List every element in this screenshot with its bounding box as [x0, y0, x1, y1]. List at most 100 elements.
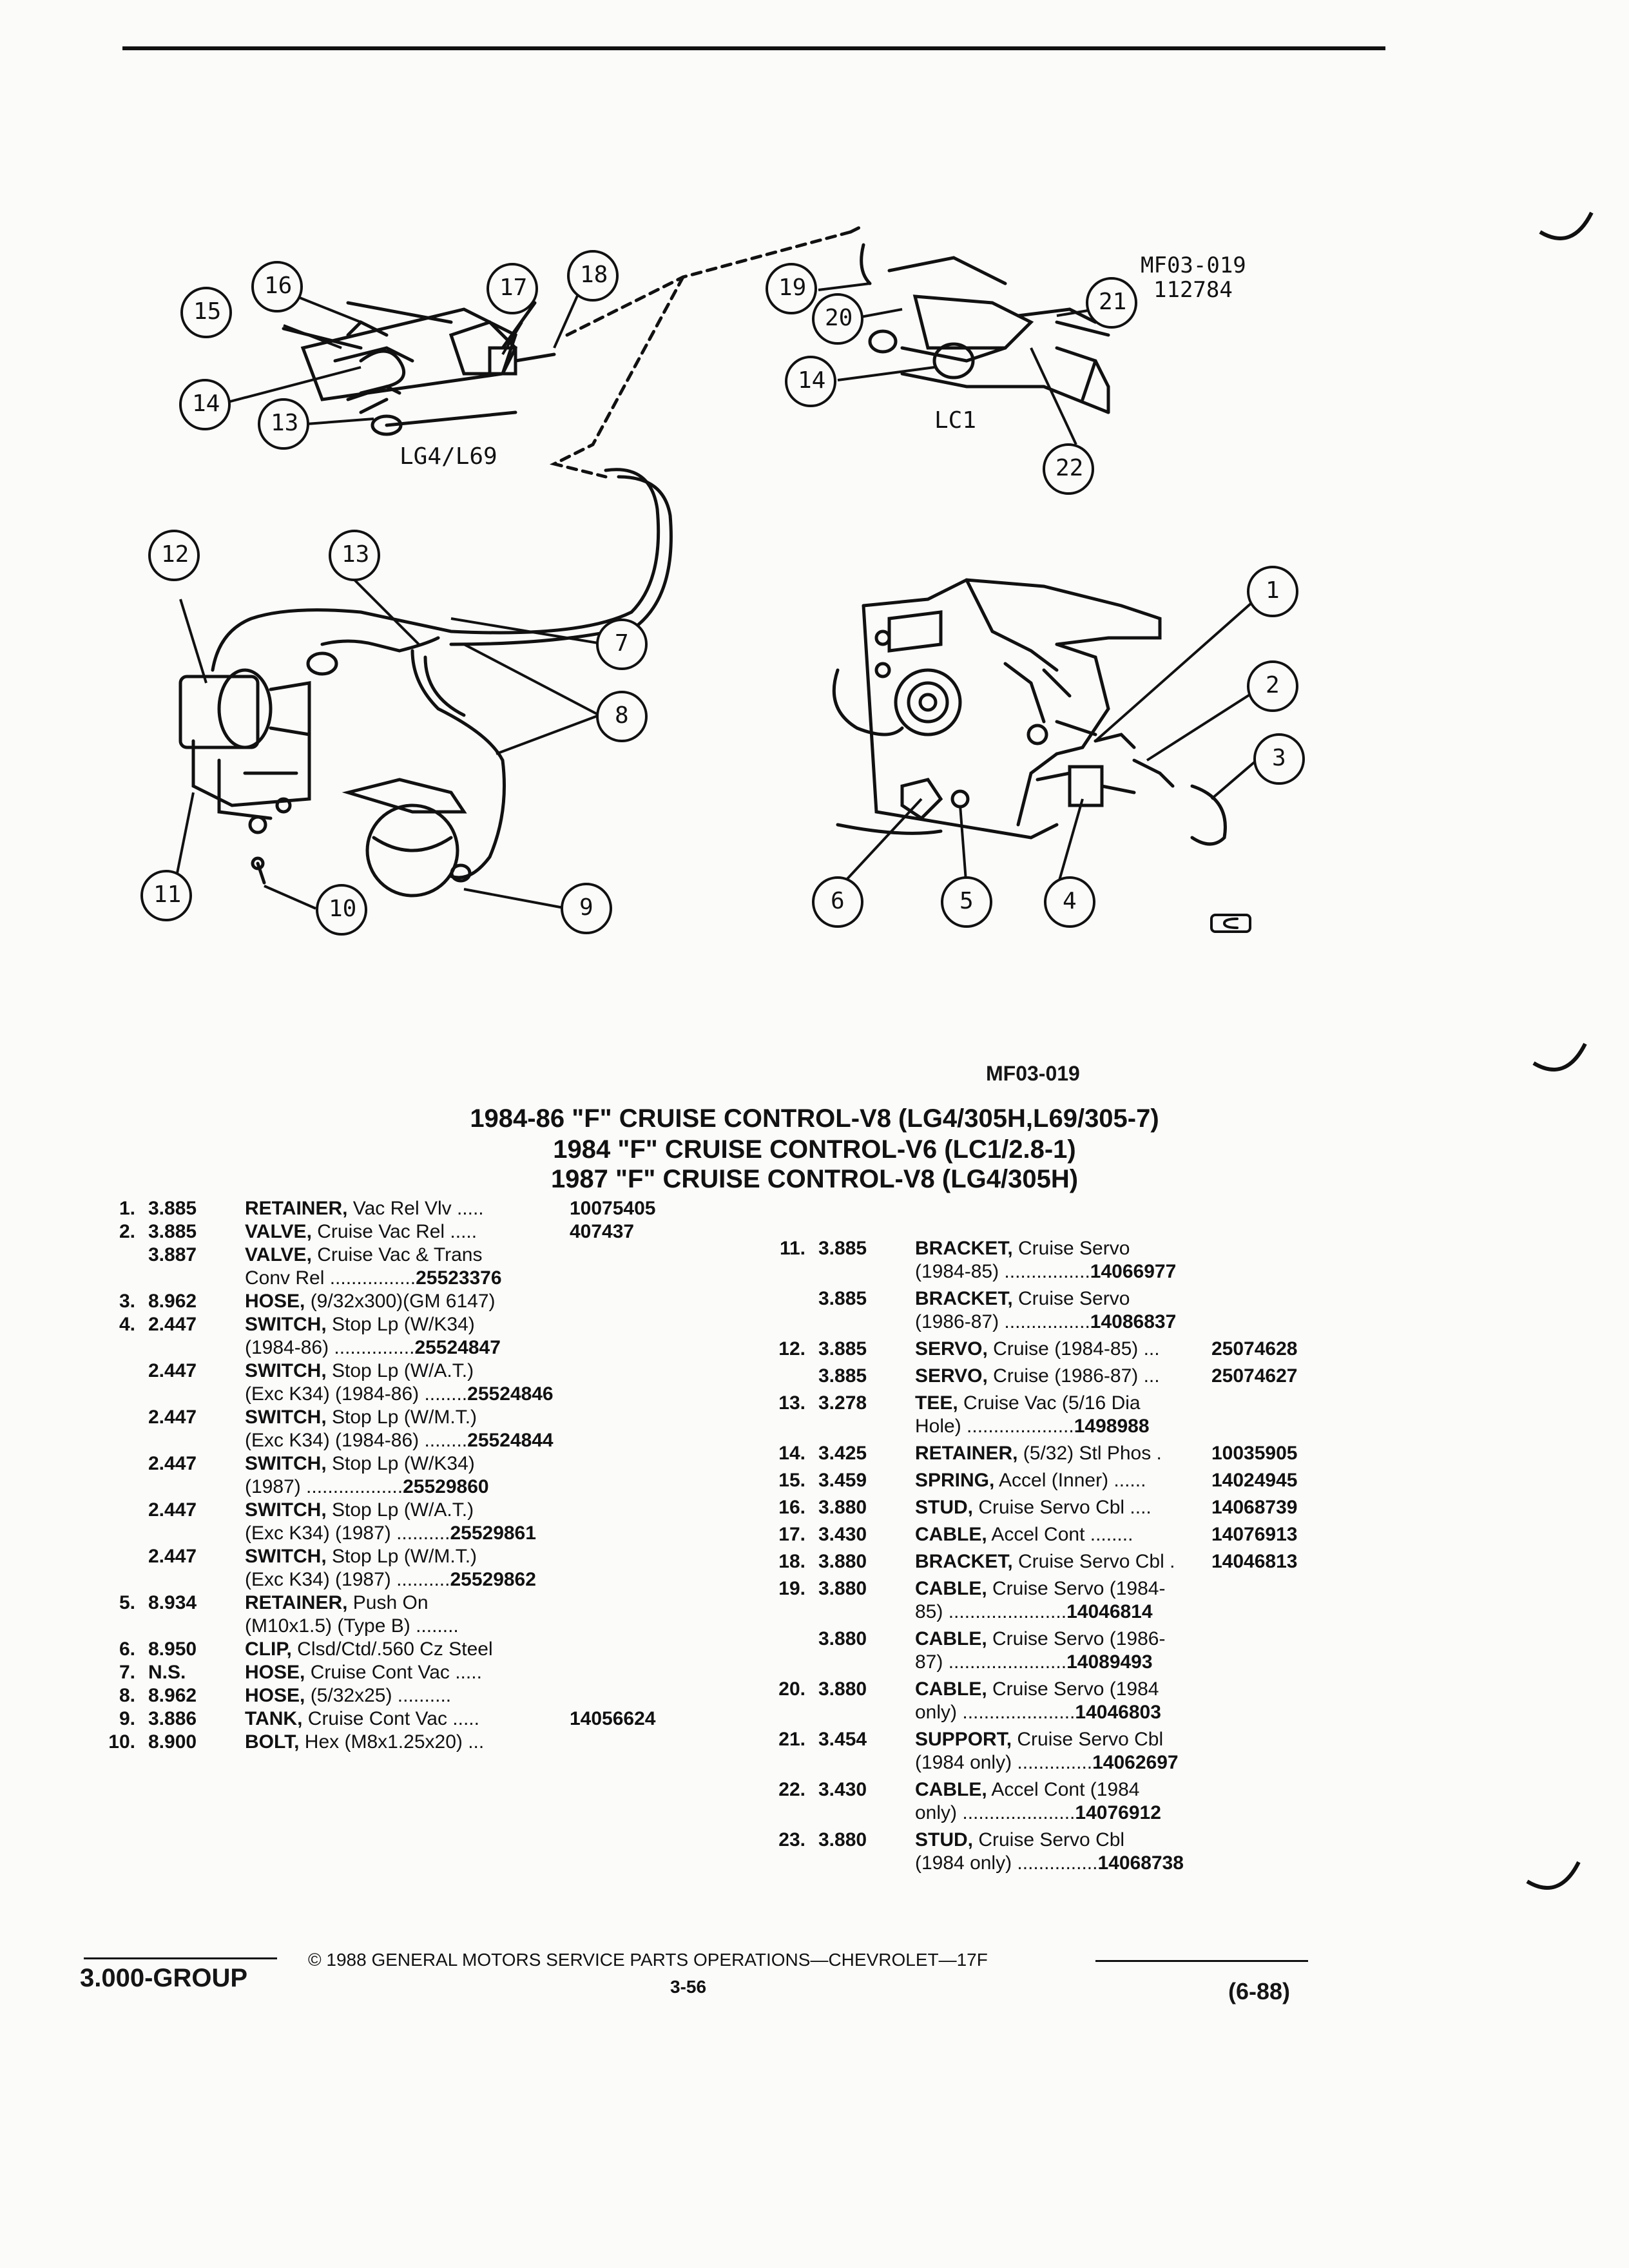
item-number: 3.	[119, 1291, 135, 1312]
part-description: BRACKET, Cruise Servo	[915, 1238, 1130, 1259]
item-number: 22.	[778, 1779, 805, 1800]
part-number: 14076913	[1211, 1524, 1298, 1545]
callout-16: 15	[193, 298, 222, 325]
part-description: SWITCH, Stop Lp (W/A.T.)	[245, 1360, 474, 1381]
part-description: CABLE, Cruise Servo (1984	[915, 1678, 1159, 1700]
callout-21: 20	[825, 305, 853, 331]
part-description: CLIP, Clsd/Ctd/.560 Cz Steel	[245, 1639, 493, 1660]
item-number: 20.	[778, 1678, 805, 1700]
part-description-continued: (1984-85) ................14066977	[915, 1261, 1177, 1282]
group-number: 3.880	[818, 1678, 867, 1700]
footer-rule-right	[1095, 1960, 1308, 1962]
group-number: 8.950	[148, 1639, 197, 1660]
part-description: SWITCH, Stop Lp (W/M.T.)	[245, 1546, 477, 1567]
callout-19: 18	[580, 262, 608, 288]
item-number: 5.	[119, 1592, 135, 1613]
part-description: RETAINER, (5/32) Stl Phos .	[915, 1443, 1162, 1464]
item-number: 10.	[108, 1731, 135, 1753]
group-number: 8.900	[148, 1731, 197, 1753]
engine-label-v8: LG4/L69	[400, 443, 497, 470]
v8-throttle-bracket	[282, 301, 556, 436]
title-line-3: 1987 "F" CRUISE CONTROL-V8 (LG4/305H)	[550, 1165, 1079, 1193]
item-number: 9.	[119, 1708, 135, 1729]
item-number: 14.	[778, 1443, 805, 1464]
callout-5: 5	[959, 888, 974, 914]
part-description: SWITCH, Stop Lp (W/K34)	[245, 1314, 475, 1335]
figure-code: MF03-019	[986, 1062, 1080, 1085]
part-description: BRACKET, Cruise Servo	[915, 1288, 1130, 1309]
footer-date: (6-88)	[1228, 1978, 1291, 2004]
brake-pedal-bracket	[832, 578, 1227, 846]
item-number: 23.	[778, 1829, 805, 1850]
callout-10: 10	[329, 896, 357, 922]
part-description: SPRING, Accel (Inner) ......	[915, 1470, 1146, 1491]
callout-23: 22	[1055, 455, 1084, 481]
part-description: STUD, Cruise Servo Cbl ....	[915, 1497, 1152, 1518]
group-number: 3.430	[818, 1524, 867, 1545]
part-description: HOSE, (5/32x25) ..........	[245, 1685, 452, 1706]
group-number: 3.885	[148, 1221, 197, 1242]
group-number: 8.962	[148, 1291, 197, 1312]
group-number: 2.447	[148, 1453, 197, 1474]
footer-rule-left	[84, 1957, 277, 1959]
group-number: 2.447	[148, 1360, 197, 1381]
part-number: 14056624	[570, 1708, 656, 1729]
part-description-continued: (Exc K34) (1987) ..........25529862	[245, 1569, 536, 1590]
item-number: 2.	[119, 1221, 135, 1242]
callout-2: 2	[1266, 672, 1280, 698]
part-description: TANK, Cruise Cont Vac .....	[245, 1708, 479, 1729]
title-line-2: 1984 "F" CRUISE CONTROL-V6 (LC1/2.8-1)	[553, 1135, 1076, 1164]
part-description: SWITCH, Stop Lp (W/K34)	[245, 1453, 475, 1474]
v6-throttle-bracket	[860, 243, 1110, 414]
group-number: 3.454	[818, 1729, 867, 1750]
item-number: 18.	[778, 1551, 805, 1572]
group-number: 2.447	[148, 1314, 197, 1335]
part-description: CABLE, Accel Cont (1984	[915, 1779, 1140, 1800]
group-number: 3.430	[818, 1779, 867, 1800]
part-number: 14046813	[1211, 1551, 1298, 1572]
part-description-continued: 85) ......................14046814	[915, 1601, 1153, 1622]
part-description: BOLT, Hex (M8x1.25x20) ...	[245, 1731, 485, 1753]
vacuum-tank	[342, 778, 472, 898]
callout-11: 11	[153, 881, 182, 908]
group-number: 3.887	[148, 1244, 197, 1265]
part-number: 25074628	[1211, 1338, 1298, 1360]
part-description-continued: only) .....................14076912	[915, 1802, 1161, 1823]
part-number: 14068739	[1211, 1497, 1298, 1518]
part-description: SWITCH, Stop Lp (W/A.T.)	[245, 1499, 474, 1521]
diagram-date-code: 112784	[1153, 277, 1233, 303]
part-number: 25074627	[1211, 1365, 1298, 1387]
part-description-continued: (M10x1.5) (Type B) ........	[245, 1615, 459, 1637]
engine-label-v6: LC1	[934, 407, 977, 434]
item-number: 1.	[119, 1198, 135, 1219]
part-description-continued: (Exc K34) (1984-86) ........25524844	[245, 1430, 554, 1451]
part-description: TEE, Cruise Vac (5/16 Dia	[915, 1392, 1141, 1414]
group-number: 3.880	[818, 1551, 867, 1572]
part-description: CABLE, Cruise Servo (1986-	[915, 1628, 1166, 1649]
item-number: 7.	[119, 1662, 135, 1683]
group-number: 3.885	[818, 1338, 867, 1360]
group-number: 3.880	[818, 1578, 867, 1599]
part-description: STUD, Cruise Servo Cbl	[915, 1829, 1125, 1850]
item-number: 11.	[779, 1238, 805, 1259]
part-description: SWITCH, Stop Lp (W/M.T.)	[245, 1407, 477, 1428]
part-description-continued: Hole) ....................1498988	[915, 1416, 1150, 1437]
part-description: VALVE, Cruise Vac Rel .....	[245, 1221, 477, 1242]
part-description-continued: only) .....................14046803	[915, 1702, 1161, 1723]
group-number: 2.447	[148, 1546, 197, 1567]
part-description-continued: (1984 only) ..............14062697	[915, 1752, 1179, 1773]
item-number: 8.	[119, 1685, 135, 1706]
group-number: 2.447	[148, 1407, 197, 1428]
part-number: 407437	[570, 1221, 635, 1242]
title-line-1: 1984-86 "F" CRUISE CONTROL-V8 (LG4/305H,…	[470, 1104, 1159, 1133]
group-number: 3.885	[818, 1238, 867, 1259]
part-number: 10075405	[570, 1198, 656, 1219]
item-number: 12.	[778, 1338, 805, 1360]
callout-9: 9	[579, 894, 593, 921]
servo-body	[178, 651, 338, 834]
group-number: 3.885	[148, 1198, 197, 1219]
group-number: 8.962	[148, 1685, 197, 1706]
callout-15: 14	[192, 390, 220, 417]
part-description: HOSE, Cruise Cont Vac .....	[245, 1662, 482, 1683]
